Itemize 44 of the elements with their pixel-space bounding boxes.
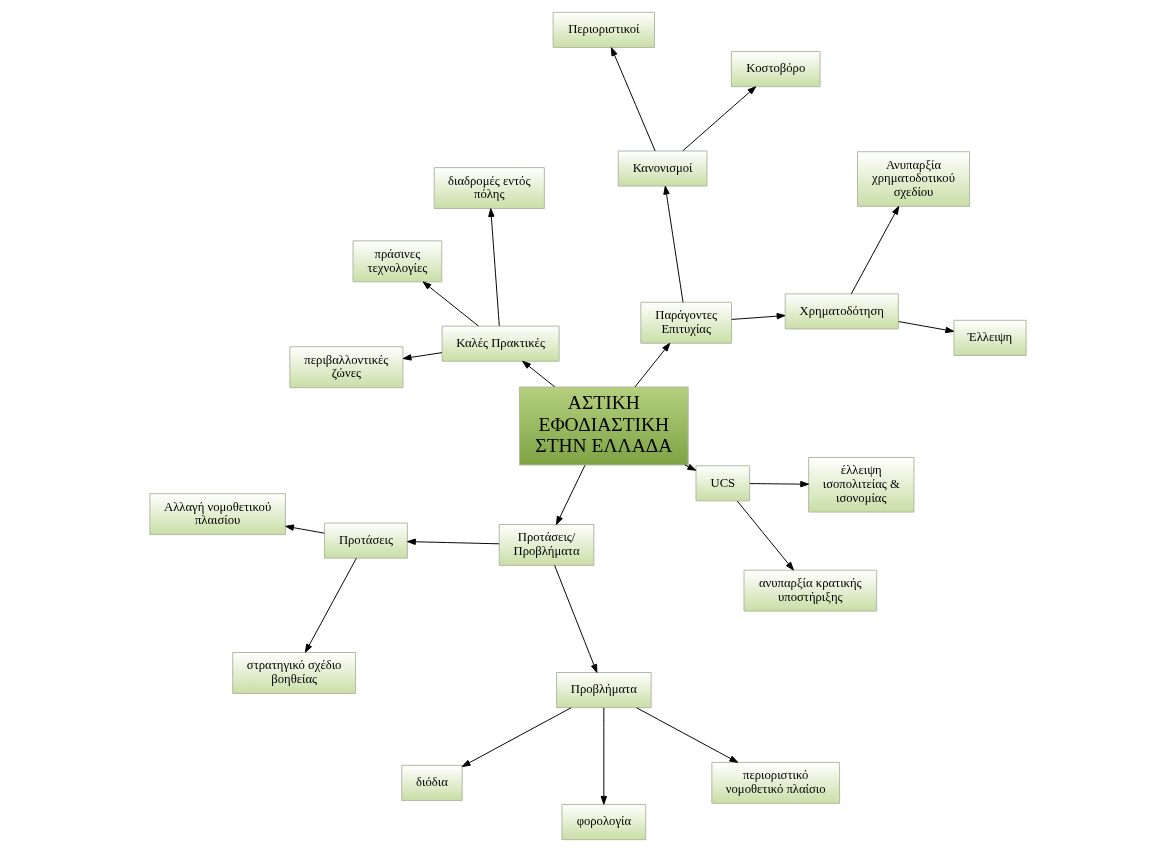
node-box: Προτάσεις/ Προβλήματα	[498, 524, 594, 566]
node-box: Κοστοβόρο	[730, 51, 821, 88]
node-box: Καλές Πρακτικές	[441, 325, 560, 362]
node-box: Προβλήματα	[555, 672, 652, 709]
node-box: περιβαλλοντικές ζώνες	[288, 346, 403, 389]
arrow	[461, 707, 572, 767]
arrow	[681, 86, 756, 152]
arrow	[406, 538, 500, 545]
arrow	[555, 464, 585, 525]
arrow	[730, 312, 785, 320]
arrow	[635, 707, 738, 763]
arrow	[897, 321, 954, 334]
node-box: Έλλειψη	[952, 319, 1027, 356]
arrow	[422, 281, 479, 327]
node-box: Παράγοντες Επιτυχίας	[639, 301, 732, 344]
node-box: στρατηγικό σχέδιο βοηθείας	[231, 652, 356, 694]
arrow	[662, 185, 684, 303]
node-box: Χρηματοδότηση	[784, 293, 899, 330]
node-box: ανυπαρξία κρατικής υποστήριξης	[743, 569, 877, 612]
node-box: Προτάσεις	[323, 522, 408, 559]
arrow	[304, 557, 357, 653]
arrow	[748, 480, 809, 488]
node-box: περιοριστικό νομοθετικό πλαίσιο	[710, 761, 840, 804]
arrow	[402, 352, 442, 361]
node-box: διαδρομές εντός πόλης	[433, 167, 545, 210]
arrow	[487, 208, 500, 327]
node-box: πράσινες τεχνολογίες	[352, 240, 442, 283]
node-box: φορολογία	[560, 804, 646, 841]
node-box: UCS	[695, 465, 750, 502]
node-box: έλλειψη ισοπολιτείας & ισονομίας	[807, 456, 914, 513]
node-box: διόδια	[400, 764, 463, 801]
arrow	[736, 500, 794, 571]
arrow	[553, 564, 597, 673]
node-box: Αλλαγή νομοθετικού πλαισίου	[148, 493, 286, 536]
arrow	[683, 463, 696, 471]
node-box: Κανονισμοί	[617, 150, 707, 187]
arrow	[634, 342, 670, 388]
arrow	[850, 205, 899, 295]
arrow	[521, 360, 555, 388]
arrow	[284, 524, 325, 534]
arrow	[610, 47, 656, 152]
node-box: Ανυπαρξία χρηματοδοτικού σχεδίου	[856, 151, 970, 207]
node-box: Περιοριστικοί	[552, 11, 655, 48]
arrow	[600, 707, 607, 805]
